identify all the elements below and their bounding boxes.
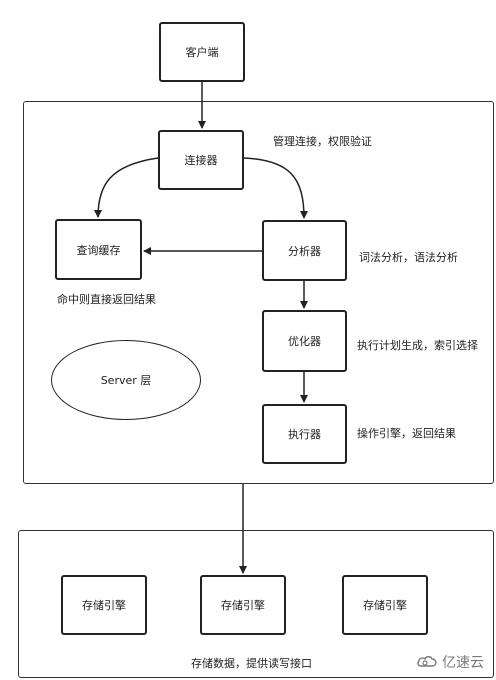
- server-layer-label: Server 层: [100, 374, 152, 387]
- server-layer-ellipse: Server 层: [51, 340, 201, 420]
- storage-layer-frame: [18, 530, 494, 678]
- storage-engine-2-label: 存储引擎: [221, 599, 265, 612]
- analyzer-note: 词法分析，语法分析: [359, 251, 458, 264]
- analyzer-label: 分析器: [288, 244, 321, 258]
- client-label: 客户端: [185, 46, 219, 59]
- optimizer-node: 优化器: [262, 310, 347, 372]
- server-layer-frame: [23, 101, 494, 484]
- query-cache-label: 查询缓存: [76, 243, 121, 257]
- query-cache-node: 查询缓存: [55, 219, 142, 280]
- executor-note: 操作引擎，返回结果: [357, 427, 456, 440]
- connector-node: 连接器: [158, 130, 244, 190]
- optimizer-label: 优化器: [288, 335, 321, 348]
- storage-engine-1-node: 存储引擎: [61, 575, 147, 635]
- storage-engine-1-label: 存储引擎: [82, 599, 126, 612]
- client-node: 客户端: [159, 22, 245, 82]
- storage-engine-3-label: 存储引擎: [363, 599, 407, 612]
- watermark: 亿速云: [416, 652, 484, 672]
- storage-engine-3-node: 存储引擎: [342, 575, 428, 635]
- analyzer-node: 分析器: [262, 220, 347, 281]
- executor-label: 执行器: [288, 428, 321, 441]
- optimizer-note: 执行计划生成，索引选择: [357, 339, 478, 352]
- watermark-text: 亿速云: [442, 655, 484, 671]
- cloud-logo-icon: [417, 656, 437, 667]
- storage-note: 存储数据，提供读写接口: [191, 657, 312, 670]
- executor-node: 执行器: [262, 404, 347, 464]
- cache-hit-note: 命中则直接返回结果: [57, 293, 156, 306]
- storage-engine-2-node: 存储引擎: [200, 575, 286, 635]
- connector-label: 连接器: [184, 154, 218, 167]
- connector-note: 管理连接，权限验证: [273, 135, 372, 148]
